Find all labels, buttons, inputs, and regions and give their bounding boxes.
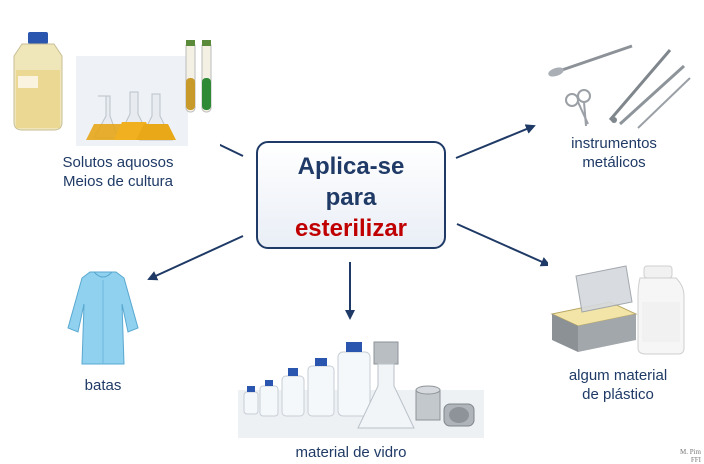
center-line-1: Aplica-se <box>297 153 405 180</box>
label-solutos-line-2: Meios de cultura <box>62 173 174 190</box>
label-batas: batas <box>60 376 146 395</box>
label-solutos-line-1: Solutos aquosos <box>62 154 174 171</box>
arrow-to-batas <box>147 235 244 281</box>
label-vidro-text: material de vidro <box>295 444 407 461</box>
label-plastico: algum material de plástico <box>548 366 688 404</box>
credit-line-1: M. Pim <box>679 448 701 456</box>
label-plastico-line-1: algum material <box>568 367 668 384</box>
culture-media-picture <box>6 26 220 150</box>
author-credit: M. Pim FFI <box>680 448 701 464</box>
label-instrumentos-line-1: instrumentos <box>571 135 657 152</box>
credit-line-2: FFI <box>690 456 701 464</box>
label-batas-text: batas <box>84 377 122 394</box>
arrow-to-plastico <box>456 223 551 267</box>
label-vidro: material de vidro <box>256 443 446 462</box>
plastic-ware-picture <box>548 262 690 356</box>
label-instrumentos-line-2: metálicos <box>582 154 646 171</box>
glassware-picture <box>238 330 484 438</box>
gown-picture <box>67 271 139 365</box>
center-box: Aplica-se para esterilizar <box>256 141 446 249</box>
center-line-3: esterilizar <box>294 215 408 242</box>
center-line-2: para <box>325 184 377 211</box>
arrow-to-instrumentos <box>455 124 536 159</box>
metal-instruments-picture <box>544 40 694 134</box>
label-solutos: Solutos aquosos Meios de cultura <box>38 153 198 191</box>
label-instrumentos: instrumentos metálicos <box>544 134 684 172</box>
label-plastico-line-2: de plástico <box>582 386 654 403</box>
